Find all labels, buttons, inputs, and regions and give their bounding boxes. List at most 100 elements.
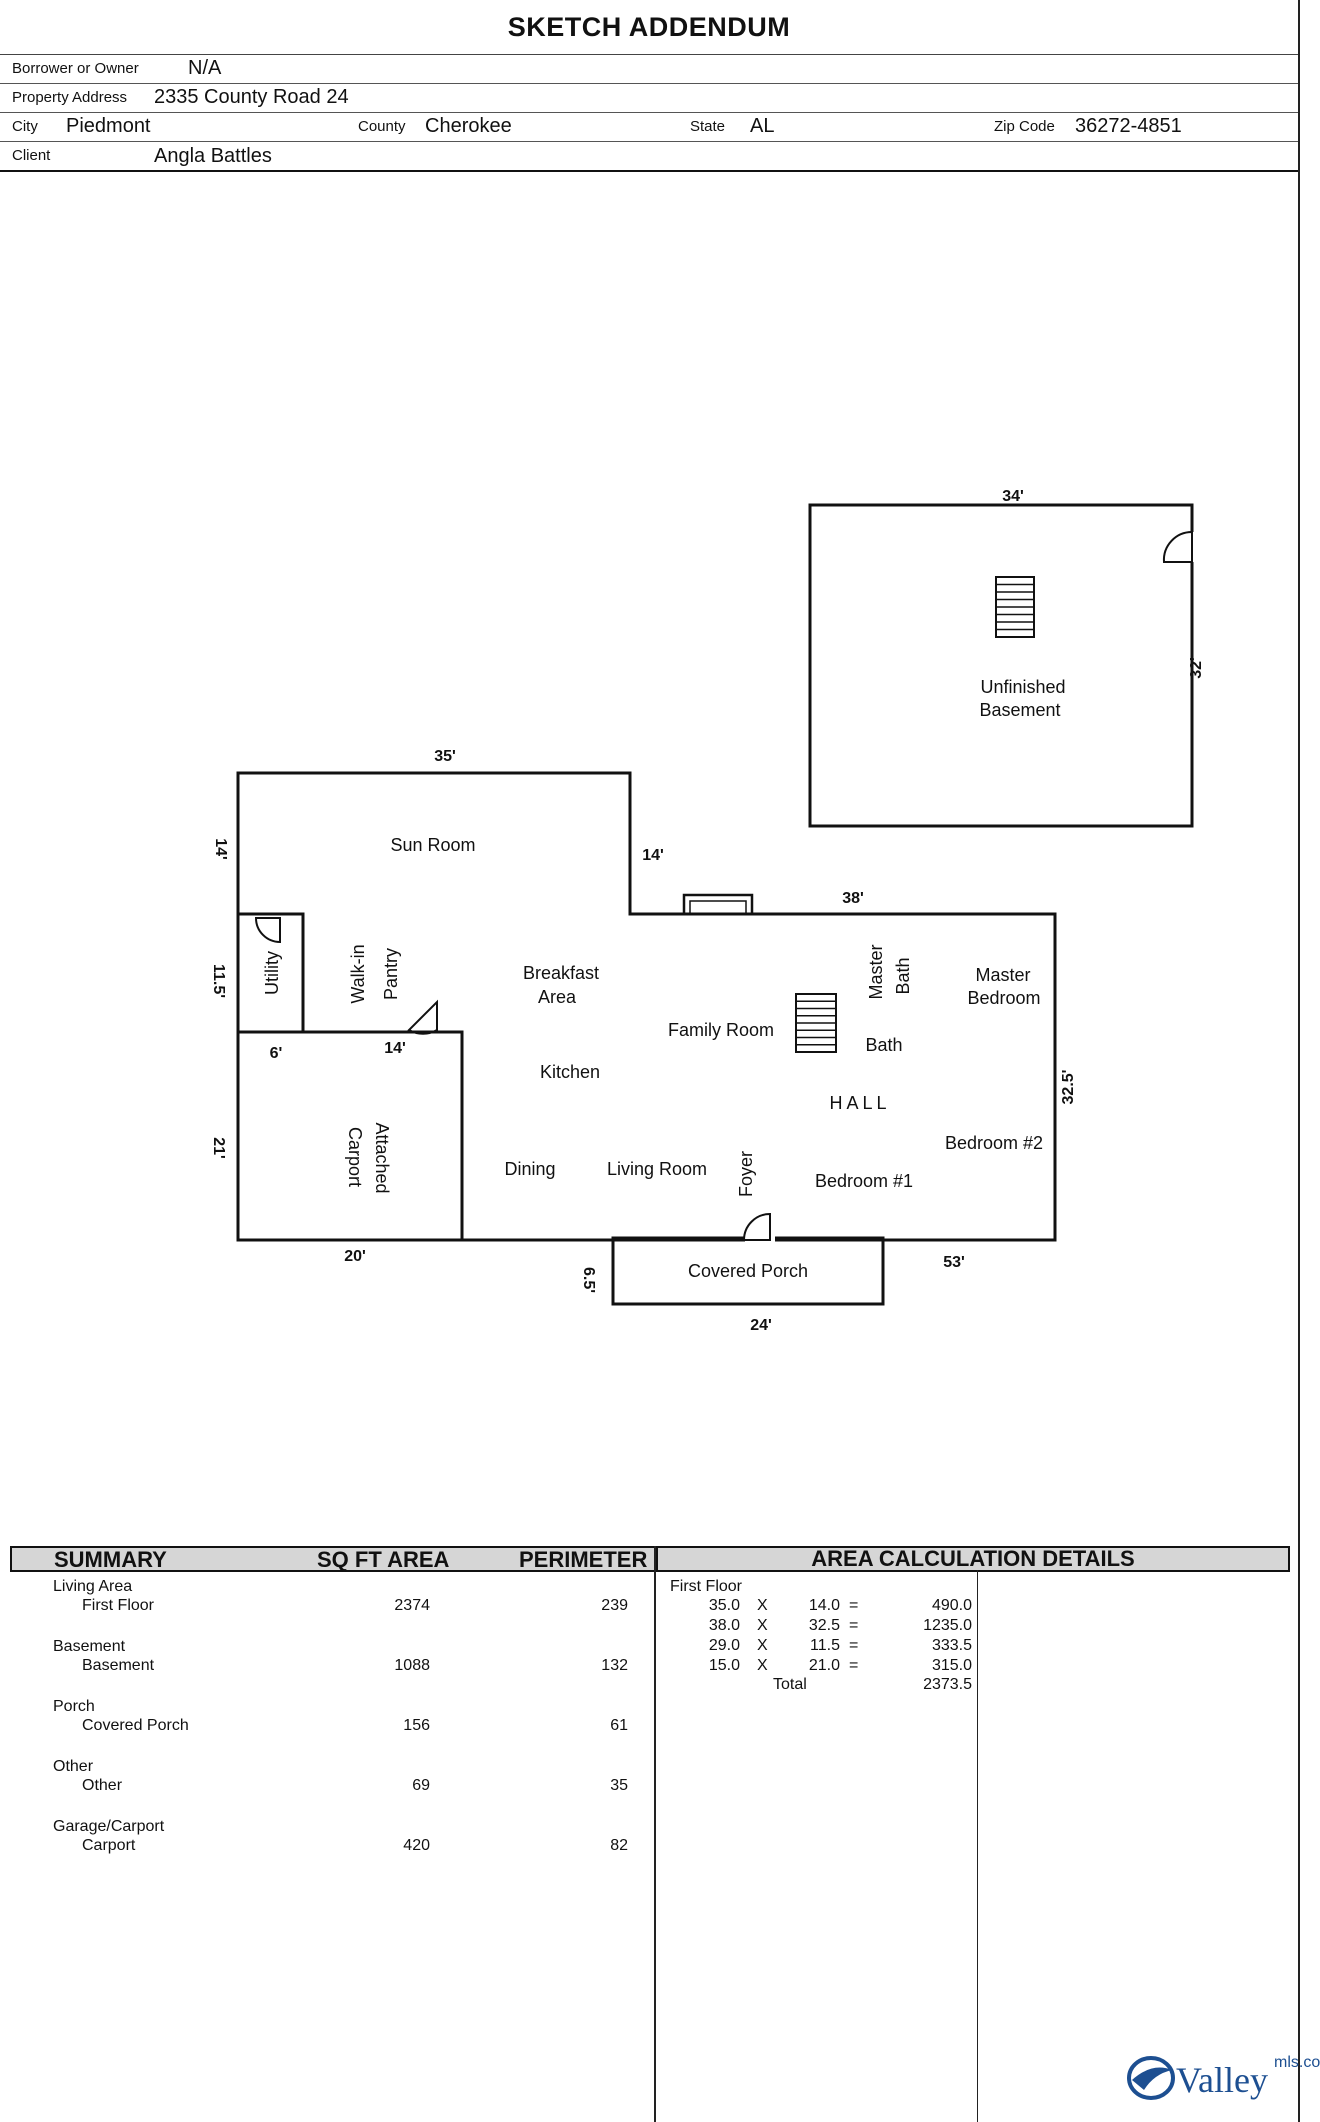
room-label-walk-in: Walk-in (348, 944, 368, 1003)
room-label-living-room: Living Room (607, 1159, 707, 1179)
logo-text-mls: mls.com (1274, 2054, 1320, 2071)
client-row: Client Angla Battles (0, 142, 1298, 172)
details-section-label: First Floor (670, 1578, 742, 1595)
details-divider (977, 1570, 978, 2122)
calc-times: X (757, 1597, 768, 1614)
property-address-value: 2335 County Road 24 (154, 86, 349, 108)
pantry-door-icon (407, 999, 438, 1035)
room-label-bedroom-2: Bedroom #2 (945, 1133, 1043, 1153)
dim-label-11-5: 11.5' (210, 964, 227, 998)
summary-item-perimeter: 35 (610, 1777, 628, 1794)
utility-door-icon (254, 917, 281, 944)
borrower-value: N/A (188, 57, 222, 79)
summary-item-label: Other (82, 1777, 123, 1794)
dim-label-6: 6' (270, 1045, 283, 1062)
calc-times: X (757, 1637, 768, 1654)
summary-group-label: Living Area (53, 1578, 133, 1595)
dim-label-32: 32' (1188, 657, 1205, 679)
zip-value: 36272-4851 (1075, 115, 1182, 137)
calc-value-b: 11.5 (810, 1637, 840, 1654)
summary-item-perimeter: 239 (601, 1597, 628, 1614)
state-value: AL (750, 115, 775, 137)
room-label-carport: Carport (345, 1127, 365, 1187)
room-label-kitchen: Kitchen (540, 1062, 600, 1082)
calc-result: 1235.0 (923, 1617, 972, 1634)
state-label: State (690, 118, 726, 135)
borrower-row: Borrower or Owner N/A (0, 55, 1298, 84)
basement-outline (808, 503, 1194, 828)
dim-label-24: 24' (750, 1317, 772, 1334)
summary-header: SUMMARY (54, 1547, 167, 1572)
sq-ft-area-header: SQ FT AREA (317, 1547, 450, 1572)
calc-result: 315.0 (931, 1657, 972, 1674)
city-row: City Piedmont County Cherokee State AL Z… (0, 113, 1298, 142)
table-divider (654, 1546, 656, 2122)
room-label-sun-room: Sun Room (390, 835, 475, 855)
room-label-breakfast: Breakfast (523, 963, 599, 983)
calc-times: X (757, 1617, 768, 1634)
room-label-master-bedroom-1: Master (975, 965, 1030, 985)
summary-item-label: Covered Porch (82, 1717, 189, 1734)
client-value: Angla Battles (154, 145, 272, 167)
summary-item-area: 420 (403, 1837, 430, 1854)
valley-mls-logo: Valley mls.com (1127, 2054, 1320, 2100)
summary-group-label: Garage/Carport (53, 1818, 165, 1835)
calc-equals: = (849, 1637, 859, 1654)
summary-group-label: Other (53, 1758, 94, 1775)
calc-value-a: 29.0 (708, 1637, 740, 1654)
room-label-attached: Attached (372, 1122, 392, 1193)
fireplace-outline (682, 893, 754, 916)
summary-item-area: 2374 (394, 1597, 430, 1614)
document-title: SKETCH ADDENDUM (0, 0, 1298, 55)
county-value: Cherokee (425, 115, 512, 137)
property-address-label: Property Address (12, 89, 128, 106)
room-label-bedroom-1: Bedroom #1 (815, 1171, 913, 1191)
calc-value-b: 21.0 (808, 1657, 840, 1674)
calc-value-b: 14.0 (808, 1597, 840, 1614)
room-label-pantry: Pantry (381, 948, 401, 1000)
logo-text-valley: Valley (1176, 2060, 1268, 2100)
summary-item-perimeter: 61 (610, 1717, 628, 1734)
county-label: County (358, 118, 406, 135)
dim-label-21: 21' (210, 1137, 227, 1159)
dim-label-34: 34' (1002, 488, 1024, 505)
calc-total-value: 2373.5 (923, 1676, 972, 1693)
room-label-foyer: Foyer (736, 1151, 756, 1197)
carport-outline (238, 1030, 464, 1240)
room-label-master-bedroom-2: Bedroom (967, 988, 1040, 1008)
dim-label-38: 38' (842, 890, 864, 907)
dim-label-6-5: 6.5' (580, 1267, 597, 1293)
summary-item-perimeter: 82 (610, 1837, 628, 1854)
basement-door-icon (1162, 530, 1193, 563)
room-label-utility: Utility (262, 951, 282, 995)
room-label-master-bath-1: Master (866, 944, 886, 999)
calc-value-a: 35.0 (708, 1597, 740, 1614)
room-label-dining: Dining (504, 1159, 555, 1179)
room-label-bath: Bath (865, 1035, 902, 1055)
summary-item-perimeter: 132 (601, 1657, 628, 1674)
dim-label-53: 53' (943, 1254, 965, 1271)
city-label: City (12, 118, 38, 135)
calc-equals: = (849, 1657, 859, 1674)
room-label-family-room: Family Room (668, 1020, 774, 1040)
room-label-master-bath-2: Bath (893, 957, 913, 994)
property-address-row: Property Address 2335 County Road 24 (0, 84, 1298, 113)
summary-item-area: 156 (403, 1717, 430, 1734)
calc-equals: = (849, 1617, 859, 1634)
valley-logo-icon (1127, 2056, 1175, 2100)
client-label: Client (12, 147, 51, 164)
calc-value-a: 15.0 (708, 1657, 740, 1674)
dim-label-35: 35' (434, 748, 456, 765)
summary-item-area: 1088 (394, 1657, 430, 1674)
calc-value-a: 38.0 (708, 1617, 740, 1634)
summary-item-label: Carport (82, 1837, 136, 1854)
perimeter-header: PERIMETER (519, 1547, 648, 1572)
dim-label-32-5: 32.5' (1060, 1070, 1077, 1105)
calc-equals: = (849, 1597, 859, 1614)
borrower-label: Borrower or Owner (12, 60, 139, 77)
calc-result: 333.5 (931, 1637, 972, 1654)
dim-label-14-sunroom-right: 14' (642, 847, 664, 864)
main-house-outline (236, 771, 1057, 1242)
summary-table-header: SUMMARY SQ FT AREA PERIMETER (10, 1546, 658, 1572)
room-label-unfinished: Unfinished (980, 677, 1065, 697)
